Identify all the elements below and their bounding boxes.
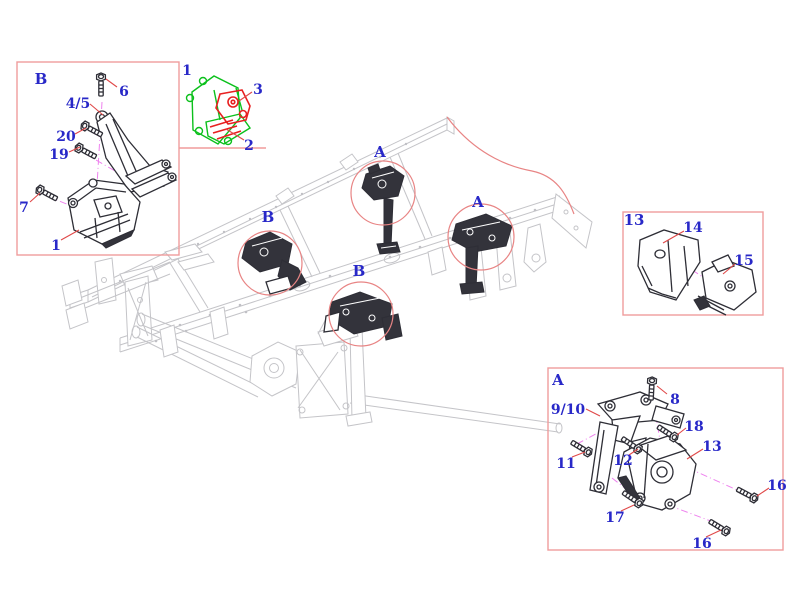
rear-region-leader-curve [446,116,575,215]
mount-location-a2 [451,213,513,295]
part-bolt-16-bottom [706,516,733,538]
part-label-13: 13 [702,439,721,455]
mount-location-a1 [361,163,405,255]
part-bolt-7 [33,183,60,204]
callout-label-a1: A [373,143,386,161]
part-mount-1 [67,178,141,249]
part-label-1: 1 [51,238,61,254]
part-label-8: 8 [670,392,680,408]
exploded-assembly-region: 1 3 2 [179,63,266,154]
detail-box-13-border [622,211,764,316]
detail-box-a-title: A [551,371,564,389]
part-label-12: 12 [613,453,632,469]
part-label-4-5: 4/5 [66,96,91,112]
callout-circle-b2 [328,281,394,347]
callout-label-b2: B [353,262,366,280]
detail-box-b: B 6 4/5 20 19 7 1 [16,61,180,256]
detail-box-a: A 8 9/10 18 11 12 13 17 16 16 [547,367,787,552]
part-assembly-green [185,75,252,146]
part-label-14: 14 [683,220,703,236]
assembly-label-2: 2 [244,138,254,154]
mount-location-b1 [241,231,307,295]
part-bracket-4-5 [95,110,178,198]
part-label-20: 20 [56,129,76,145]
callout-circle-b1 [237,230,303,296]
part-label-17: 17 [605,510,624,526]
mount-location-b2 [323,291,403,341]
detail-box-b-title: B [35,70,48,88]
part-mount-15 [693,254,757,316]
part-label-11: 11 [556,456,575,472]
callout-marks [237,116,575,347]
part-label-15: 15 [734,253,753,269]
detail-box-13-title: 13 [624,211,645,229]
part-bolt-19 [72,141,99,162]
assembly-label-3: 3 [253,82,263,98]
part-bolt-6 [95,72,107,97]
callout-circle-a2 [447,203,515,271]
assembly-label-1: 1 [182,63,192,79]
part-bracket-14 [637,229,701,301]
detail-box-13: 13 14 15 [622,211,764,316]
part-label-19: 19 [49,147,68,163]
callout-label-b1: B [262,208,275,226]
part-bolt-16-right [734,484,761,505]
detail-box-b-border [16,61,180,256]
part-label-9-10: 9/10 [551,402,586,418]
detail-box-a-border [547,367,784,551]
callout-circle-a1 [350,160,416,226]
part-label-16-right: 16 [767,478,786,494]
part-label-16-bottom: 16 [692,536,711,552]
part-label-18: 18 [684,419,703,435]
part-label-7: 7 [19,200,29,216]
callout-label-a2: A [471,193,484,211]
part-label-6: 6 [119,84,129,100]
